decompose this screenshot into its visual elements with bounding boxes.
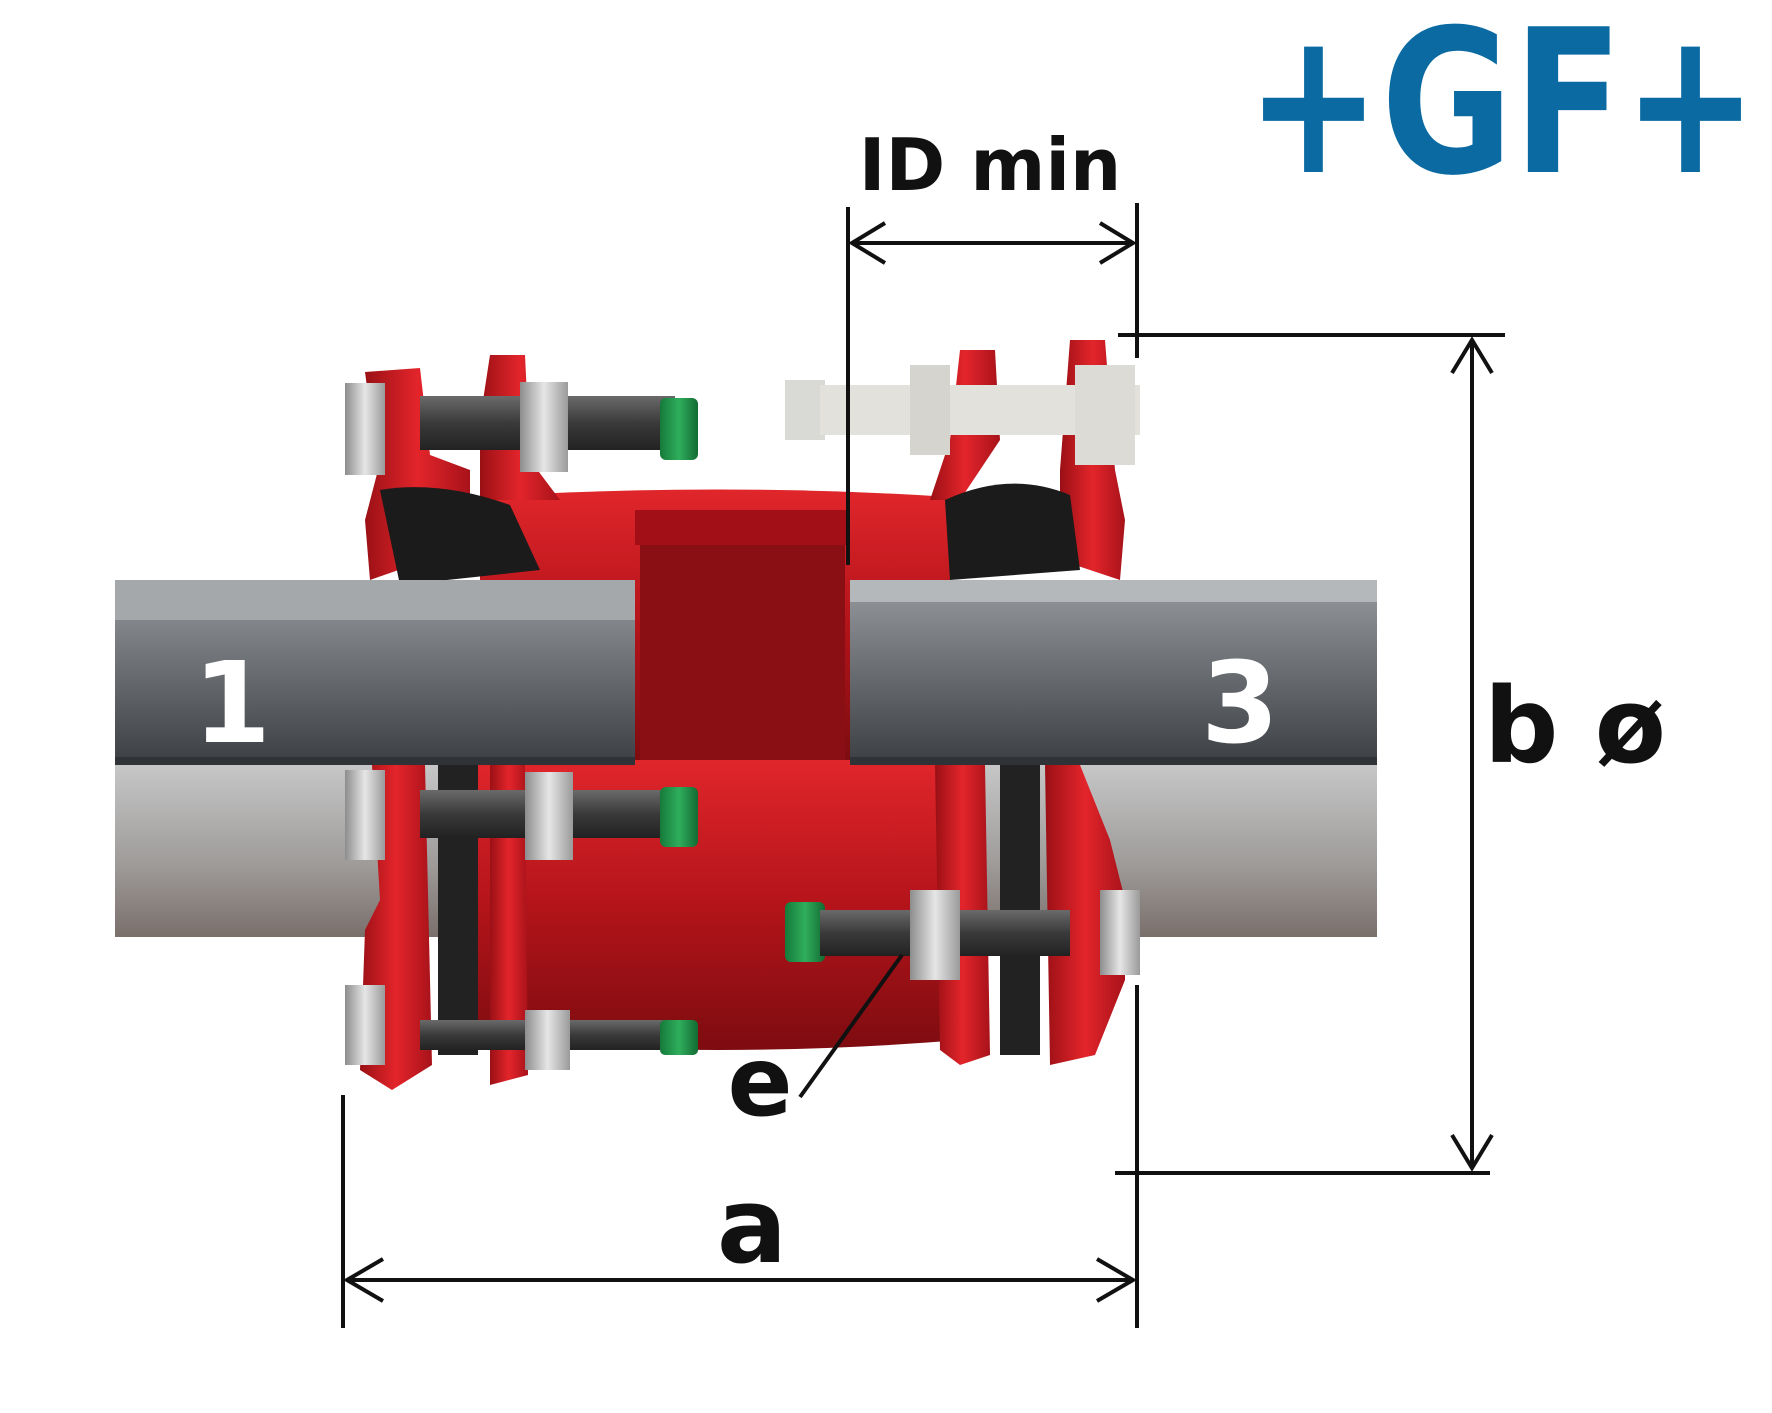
pipe-right: 3 [850,580,1377,769]
bolt-cap-green [660,1020,698,1055]
label-a: a [717,1165,787,1287]
gf-logo-text: +GF+ [1246,0,1758,220]
pipe-right-label: 3 [1201,639,1279,769]
coupling-body [470,489,960,1050]
dimension-b: b ø [1115,333,1666,1175]
label-b-diameter: b ø [1484,665,1666,787]
dimension-id-min: ID min [846,123,1139,565]
lower-left-bolt-lower [345,985,698,1070]
upper-right-bolt [785,365,1140,465]
lower-left-bolt-upper [345,770,698,860]
upper-left-bolt [345,382,698,475]
lower-right-bolt [785,890,1140,980]
pipe-left-label: 1 [193,639,271,769]
bolt-cap-green [660,787,698,847]
dimension-a: a [341,1095,1139,1328]
leader-e: e [727,953,904,1138]
pipe-left: 1 [115,580,635,769]
gf-logo: +GF+ [1246,0,1758,220]
label-e: e [727,1026,792,1138]
bolt-cap-green [660,398,698,460]
label-id-min: ID min [859,123,1122,207]
bolt-cap-green [785,902,825,962]
lower-right-flange [935,765,1125,1065]
